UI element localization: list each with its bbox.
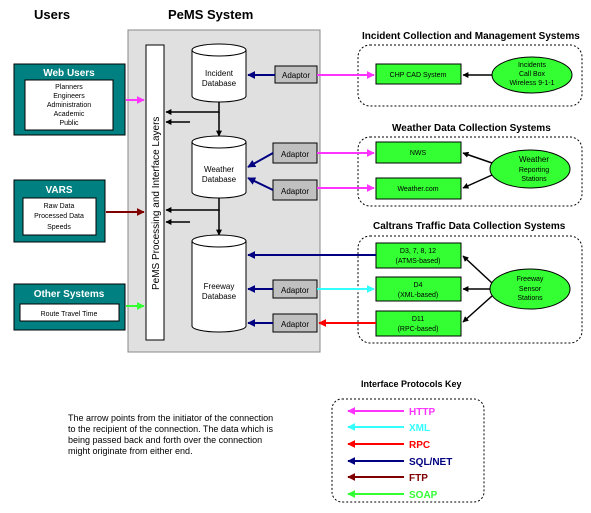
freeway-stations-line: Sensor	[519, 286, 542, 293]
key-label: HTTP	[409, 407, 435, 418]
web-user-line: Planners	[55, 84, 83, 91]
key-box	[331, 398, 485, 503]
vars-line: Processed Data	[34, 213, 84, 220]
freeway-db-label-2: Database	[202, 292, 237, 301]
incident-systems-group	[357, 44, 583, 107]
weather-stations-line: Reporting	[519, 167, 549, 174]
freeway-database: Freeway Database	[191, 234, 247, 333]
feed-arrow	[462, 295, 493, 323]
adaptor-label: Adaptor	[281, 320, 309, 329]
d4-line: D4	[414, 282, 423, 289]
processing-layer-label: PeMS Processing and Interface Layers	[151, 117, 162, 290]
other-systems-title: Other Systems	[34, 289, 105, 300]
web-users-box: Web Users Planners Engineers Administrat…	[13, 63, 126, 136]
nws-box: NWS	[375, 141, 462, 164]
key-item-sqlnet: SQL/NET	[347, 457, 452, 468]
arrow-direction-note: The arrow points from the initiator of t…	[68, 413, 274, 456]
weather-stations-line: Stations	[521, 176, 547, 183]
d4-line: (XML-based)	[398, 292, 438, 299]
key-label: XML	[409, 423, 430, 434]
freeway-stations-line: Freeway	[517, 276, 544, 283]
nws-label: NWS	[410, 150, 427, 157]
users-heading: Users	[34, 7, 70, 22]
weather-db-label-1: Weather	[204, 165, 234, 174]
incident-systems-heading: Incident Collection and Management Syste…	[362, 31, 580, 42]
feed-arrow	[462, 255, 493, 284]
adaptor-weathercom: Adaptor	[272, 179, 318, 201]
other-systems-box: Other Systems Route Travel Time	[13, 283, 126, 331]
weathercom-label: Weather.com	[397, 186, 438, 193]
key-item-soap: SOAP	[347, 490, 438, 501]
chp-cad-system-box: CHP CAD System	[375, 63, 462, 85]
d11-box: D11 (RPC-based)	[375, 310, 462, 337]
vars-box: VARS Raw Data Processed Data Speeds	[13, 179, 106, 243]
incidents-source-oval: Incidents Call Box Wireless 9-1-1	[491, 56, 573, 94]
incidents-line: Incidents	[518, 62, 547, 69]
freeway-db-label-1: Freeway	[204, 282, 235, 291]
web-user-line: Public	[59, 120, 79, 127]
chp-cad-label: CHP CAD System	[390, 72, 447, 79]
web-user-line: Engineers	[53, 93, 85, 100]
vars-title: VARS	[45, 185, 72, 196]
vars-line: Raw Data	[44, 203, 75, 210]
adaptor-d4: Adaptor	[272, 279, 318, 299]
adaptor-nws: Adaptor	[272, 142, 318, 164]
feed-arrow	[462, 174, 493, 189]
key-label: SQL/NET	[409, 457, 452, 468]
weather-stations-line: Weather	[519, 155, 549, 164]
incidents-line: Wireless 9-1-1	[509, 80, 554, 87]
d3-box: D3, 7, 8, 12 (ATMS-based)	[375, 242, 462, 269]
key-label: SOAP	[409, 490, 438, 501]
weather-database: Weather Database	[191, 135, 247, 199]
caltrans-systems-heading: Caltrans Traffic Data Collection Systems	[373, 221, 566, 232]
weather-stations-oval: Weather Reporting Stations	[489, 149, 571, 189]
web-user-line: Academic	[54, 111, 85, 118]
key-title: Interface Protocols Key	[361, 379, 462, 389]
weather-systems-group	[357, 136, 583, 207]
feed-arrow	[462, 151, 493, 164]
key-item-ftp: FTP	[347, 473, 428, 484]
weather-db-label-2: Database	[202, 175, 237, 184]
incident-db-label-2: Database	[202, 79, 237, 88]
incident-db-label-1: Incident	[205, 69, 234, 78]
adaptor-label: Adaptor	[282, 71, 310, 80]
freeway-stations-line: Stations	[517, 295, 543, 302]
adaptor-label: Adaptor	[281, 150, 309, 159]
key-item-http: HTTP	[347, 407, 435, 418]
incidents-line: Call Box	[519, 71, 546, 78]
other-systems-line: Route Travel Time	[41, 311, 98, 318]
d4-box: D4 (XML-based)	[375, 276, 462, 302]
pems-heading: PeMS System	[168, 7, 253, 22]
key-label: RPC	[409, 440, 430, 451]
incident-database: Incident Database	[191, 43, 247, 103]
vars-line: Speeds	[47, 224, 71, 231]
sqlnet-arrow-nws-db	[247, 152, 274, 168]
d11-line: D11	[412, 316, 424, 323]
d3-line: (ATMS-based)	[396, 258, 441, 265]
adaptor-label: Adaptor	[281, 286, 309, 295]
d11-line: (RPC-based)	[398, 326, 439, 333]
d3-line: D3, 7, 8, 12	[400, 248, 436, 255]
web-users-title: Web Users	[43, 68, 95, 79]
adaptor-incident: Adaptor	[274, 65, 318, 84]
adaptor-label: Adaptor	[281, 187, 309, 196]
processing-layer-bar	[145, 44, 165, 341]
adaptor-d11: Adaptor	[272, 313, 318, 333]
weather-systems-heading: Weather Data Collection Systems	[392, 123, 551, 134]
sqlnet-arrow-weathercom-db	[247, 177, 274, 191]
key-item-rpc: RPC	[347, 440, 430, 451]
web-user-line: Administration	[47, 102, 91, 109]
freeway-stations-oval: Freeway Sensor Stations	[489, 268, 571, 310]
weathercom-box: Weather.com	[375, 177, 462, 200]
key-item-xml: XML	[347, 423, 430, 434]
key-label: FTP	[409, 473, 428, 484]
